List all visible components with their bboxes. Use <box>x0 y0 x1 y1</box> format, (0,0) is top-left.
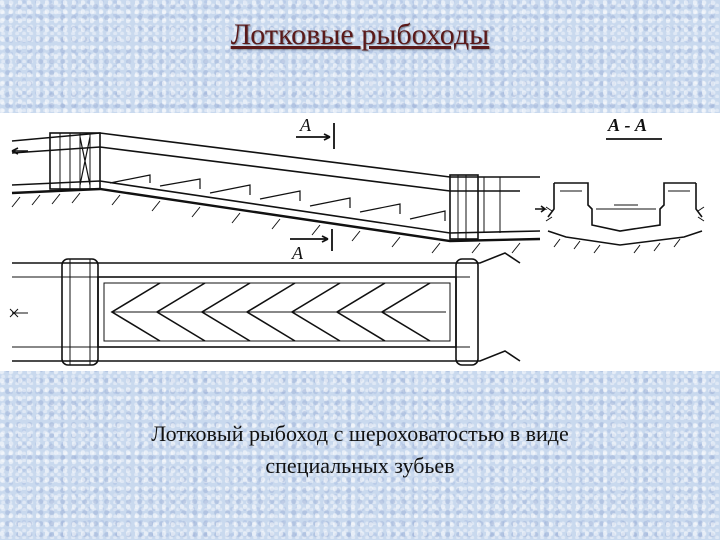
cross-section-break-marks <box>545 206 705 222</box>
caption: Лотковый рыбоход с шероховатостью в виде… <box>0 418 720 482</box>
plan-exit-block <box>455 258 479 366</box>
slide-title: Лотковые рыбоходы <box>230 18 490 51</box>
water-level-line <box>11 146 520 192</box>
drawing-svg: А А А - А <box>9 115 705 366</box>
longitudinal-section: А А <box>11 115 548 263</box>
plan-channel <box>97 276 457 348</box>
section-label-bottom: А <box>291 243 304 263</box>
plan-entrance-block <box>61 258 99 366</box>
fish-pass-drawing: А А А - А <box>0 113 720 371</box>
plan-channel-inner <box>103 282 451 342</box>
cross-section-view: А - А <box>545 115 705 254</box>
gate-cross <box>79 136 91 186</box>
caption-line-1: Лотковый рыбоход с шероховатостью в виде <box>151 421 569 446</box>
plan-view <box>9 252 521 366</box>
upper-surface-line <box>11 132 540 178</box>
caption-line-2: специальных зубьев <box>265 453 455 478</box>
upstream-gate-block <box>49 132 101 190</box>
cross-section-inner-outline <box>554 182 696 232</box>
cross-section-ground <box>547 230 703 246</box>
cross-section-outer-walls <box>547 183 703 218</box>
outlet-bars <box>457 175 501 239</box>
section-label-top: А <box>299 115 312 135</box>
flow-arrow-left <box>11 147 28 155</box>
downstream-outlet-block <box>449 174 479 240</box>
section-view-label: А - А <box>607 115 647 135</box>
flume-bottom-line <box>11 180 541 234</box>
plan-bottom-edge <box>12 350 521 362</box>
flow-arrow-right <box>535 205 548 213</box>
gate-bars <box>59 133 91 189</box>
section-marker-bottom <box>290 229 333 251</box>
plan-top-edge <box>12 252 521 264</box>
section-marker-top <box>296 123 335 149</box>
chevron-teeth <box>110 282 446 342</box>
plan-entrance-lines <box>69 259 91 365</box>
plan-left-flow-mark <box>9 308 19 318</box>
cross-section-hatching <box>553 238 681 254</box>
flume-base-line <box>11 187 541 243</box>
ground-hatching <box>11 192 521 254</box>
roughness-teeth-profile <box>109 174 446 221</box>
